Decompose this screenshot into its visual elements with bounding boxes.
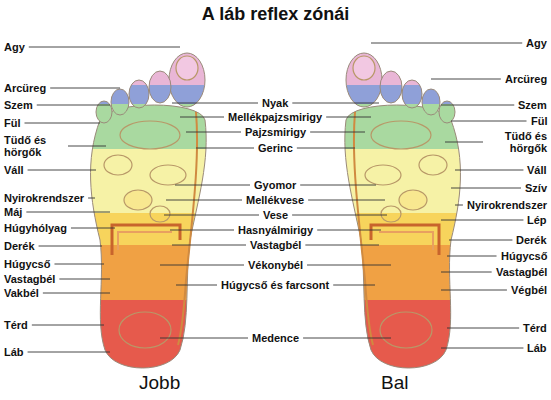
leader-line (447, 328, 519, 329)
leader-line (455, 170, 523, 171)
leader-line (333, 285, 375, 286)
foot-side-label: Jobb (138, 372, 181, 394)
leader-line (447, 256, 497, 257)
leader-line (441, 348, 523, 349)
leader-line (68, 146, 106, 147)
zone-label: Vastagbél (3, 273, 56, 285)
zone-label: Szív (524, 182, 548, 194)
zone-label: Máj (3, 206, 23, 218)
zone-label: Derék (515, 234, 548, 246)
leader-line (50, 88, 120, 89)
zone-label: Vakbél (3, 287, 40, 299)
zone-label: Láb (526, 342, 548, 354)
zone-label: Szem (3, 99, 34, 111)
leader-line (54, 264, 104, 265)
zone-label: Lép (526, 214, 548, 226)
leader-line (28, 170, 96, 171)
zone-label: Húgycső és farcsont (220, 279, 330, 291)
leader-line (441, 272, 492, 273)
leader-line (451, 121, 527, 122)
leader-line (307, 265, 391, 266)
leader-line (172, 103, 258, 104)
zone-label: Nyirokrendszer (3, 192, 85, 204)
zone-label: Vastagbél (249, 239, 302, 251)
zone-label: Váll (3, 164, 25, 176)
foot-side-label: Bal (380, 372, 409, 394)
zone-label: Fül (530, 115, 549, 127)
zone-label: Nyirokrendszer (466, 199, 548, 211)
leader-line (196, 148, 254, 149)
leader-line (317, 230, 381, 231)
leader-line (445, 142, 483, 143)
leader-line (300, 185, 376, 186)
leader-line (37, 105, 110, 106)
title: A láb reflex zónái (0, 4, 551, 25)
leader-line (160, 265, 244, 266)
leader-line (29, 47, 180, 48)
zone-label: Tüdő és hörgők (3, 134, 65, 158)
leader-line (88, 198, 95, 199)
zone-label: Láb (3, 346, 25, 358)
zone-label: Arcüreg (3, 82, 47, 94)
leader-line (441, 220, 523, 221)
zone-label: Agy (3, 41, 26, 53)
leader-line (180, 117, 224, 118)
zone-label: Szem (517, 99, 548, 111)
zone-label: Mellékpajzsmirigy (227, 111, 323, 123)
leader-line (303, 338, 391, 339)
leader-line (160, 338, 248, 339)
zone-label: Nyak (261, 97, 289, 109)
zone-label: Váll (526, 164, 548, 176)
leader-line (175, 185, 250, 186)
leader-line (176, 285, 217, 286)
leader-line (451, 188, 521, 189)
zone-label: Térd (522, 322, 548, 334)
zone-label: Agy (525, 37, 548, 49)
zone-label: Mellékvese (245, 194, 305, 206)
leader-line (431, 79, 501, 80)
zone-label: Húgyhólyag (3, 222, 68, 234)
zone-label: Tüdő és hörgők (486, 130, 548, 154)
leader-line (371, 43, 522, 44)
leader-line (305, 245, 379, 246)
leader-line (292, 215, 387, 216)
zone-label: Térd (3, 319, 29, 331)
leader-line (449, 240, 512, 241)
leader-line (32, 325, 104, 326)
leader-line (292, 103, 379, 104)
zone-label: Pajzsmirigy (244, 126, 307, 138)
leader-line (455, 205, 463, 206)
leader-line (43, 293, 110, 294)
zone-label: Vese (262, 209, 289, 221)
zone-label: Fül (3, 117, 22, 129)
leader-line (441, 105, 514, 106)
zone-label: Gerinc (257, 142, 294, 154)
leader-line (71, 228, 115, 229)
leader-line (172, 245, 246, 246)
zone-label: Vékonybél (247, 259, 304, 271)
leader-line (28, 352, 110, 353)
zone-label: Húgycső (500, 250, 548, 262)
zone-label: Gyomor (253, 179, 297, 191)
leader-line (170, 230, 234, 231)
leader-line (186, 132, 241, 133)
leader-line (308, 200, 385, 201)
leader-line (25, 123, 101, 124)
zone-label: Hasnyálmirigy (237, 224, 314, 236)
zone-label: Arcüreg (504, 73, 548, 85)
leader-line (59, 279, 110, 280)
leader-line (441, 290, 507, 291)
leader-line (164, 215, 259, 216)
leader-line (26, 212, 110, 213)
zone-label: Végbél (510, 284, 548, 296)
zone-label: Derék (3, 240, 36, 252)
leader-line (326, 117, 371, 118)
zone-label: Vastagbél (495, 266, 548, 278)
leader-line (297, 148, 355, 149)
leader-line (166, 200, 242, 201)
zone-label: Medence (251, 332, 300, 344)
zone-label: Húgycső (3, 258, 51, 270)
leader-line (39, 246, 102, 247)
leader-line (310, 132, 365, 133)
